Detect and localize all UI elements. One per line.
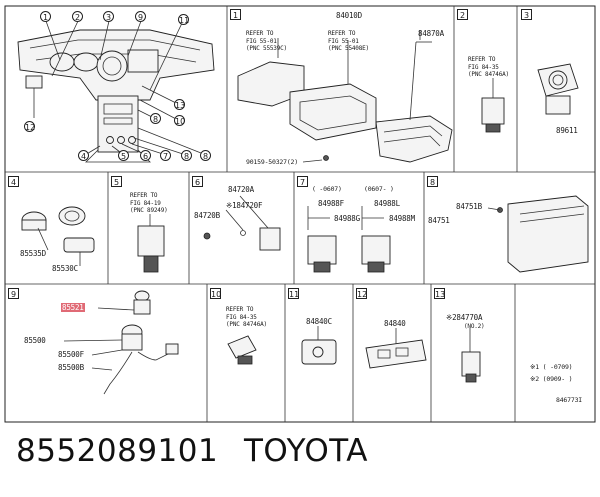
- panel-badge-3: 3: [521, 9, 532, 20]
- switch-7-drawing: [307, 206, 391, 273]
- part-label: 89611: [556, 126, 578, 135]
- reference-note: REFER TO FIG 55-01 (PNC 55408E): [328, 30, 369, 52]
- switch-13-drawing: [461, 328, 481, 383]
- part-label: 90159-50327(2): [246, 158, 298, 166]
- highlighted-part-number: 85521: [61, 303, 85, 312]
- lighter-assembly-drawing: [63, 290, 179, 395]
- part-label: 84010D: [336, 11, 362, 20]
- part-label: 84870A: [418, 29, 444, 38]
- part-label: 85500: [24, 336, 46, 345]
- socket-drawing: [21, 206, 95, 266]
- callout-12: 12: [24, 121, 36, 132]
- panel-badge-10: 10: [210, 288, 222, 299]
- callout-7: 7: [160, 150, 171, 161]
- callout-13: 13: [174, 99, 186, 110]
- panel-badge-1: 1: [230, 9, 241, 20]
- part-label: 84840C: [306, 317, 332, 326]
- part-label: 85500F: [58, 350, 84, 359]
- start-switch-drawing: [537, 63, 579, 115]
- callout-1: 1: [40, 11, 51, 22]
- control-unit-drawing: [487, 195, 589, 273]
- callout-3: 3: [103, 11, 114, 22]
- reference-note: REFER TO FIG 55-01 (PNC 55539C): [246, 30, 287, 52]
- reference-note: REFER TO FIG 84-35 (PNC 84746A): [468, 56, 509, 78]
- part-label: ※284770A: [446, 313, 483, 322]
- callout-8a: 8: [150, 113, 161, 124]
- part-label: 85500B: [58, 363, 84, 372]
- switch-12-drawing: [365, 328, 427, 369]
- console-box-drawing: [237, 30, 453, 163]
- callout-5: 5: [118, 150, 129, 161]
- callout-8c: 8: [200, 150, 211, 161]
- callout-11: 11: [178, 14, 190, 25]
- part-label: 84988F: [318, 199, 344, 208]
- part-label: (NO.2): [464, 323, 485, 330]
- callout-9: 9: [135, 11, 146, 22]
- part-label: 84751B: [456, 202, 482, 211]
- part-label: 84720A: [228, 185, 254, 194]
- part-label: 85530C: [52, 264, 78, 273]
- range-note: (0607- ): [364, 185, 394, 193]
- part-label: 84840: [384, 319, 406, 328]
- switch-11-drawing: [301, 326, 337, 365]
- part-label: 84751: [428, 216, 450, 225]
- reference-note: REFER TO FIG 84-19 (PNC 89249): [130, 192, 168, 214]
- figure-id: 846773I: [556, 396, 582, 404]
- callout-8b: 8: [181, 150, 192, 161]
- panel-badge-12: 12: [356, 288, 368, 299]
- footnote-1: ※1 ( -0709): [530, 363, 573, 371]
- part-label-highlighted: 85521: [61, 303, 85, 312]
- panel-badge-13: 13: [434, 288, 446, 299]
- brand-name: TOYOTA: [244, 433, 369, 469]
- range-note: ( -0607): [312, 185, 342, 193]
- panel-badge-8: 8: [427, 176, 438, 187]
- dashboard-overview-drawing: [17, 20, 215, 163]
- part-label: 84988L: [374, 199, 400, 208]
- panel-badge-7: 7: [297, 176, 308, 187]
- diagram-frame: [4, 5, 596, 423]
- part-label: 84988M: [389, 214, 415, 223]
- part-number-title: 8552089101: [16, 433, 219, 469]
- part-label: 85535D: [20, 249, 46, 258]
- panel-badge-2: 2: [457, 9, 468, 20]
- switch-10-drawing: [227, 335, 257, 365]
- panel-badge-9: 9: [8, 288, 19, 299]
- switch-6-drawing: [203, 195, 281, 251]
- callout-6: 6: [140, 150, 151, 161]
- switch-5-drawing: [137, 214, 165, 273]
- part-label: 84720B: [194, 211, 220, 220]
- panel-badge-11: 11: [288, 288, 300, 299]
- panel-badge-5: 5: [111, 176, 122, 187]
- part-label: 84988G: [334, 214, 360, 223]
- reference-note: REFER TO FIG 84-35 (PNC 84746A): [226, 306, 267, 328]
- panel-badge-4: 4: [8, 176, 19, 187]
- footnote-2: ※2 (0909- ): [530, 375, 573, 383]
- callout-4: 4: [78, 150, 89, 161]
- part-label: ※184720F: [226, 201, 263, 210]
- callout-2: 2: [72, 11, 83, 22]
- callout-10: 10: [174, 115, 186, 126]
- switch-2-drawing: [481, 78, 505, 133]
- panel-badge-6: 6: [192, 176, 203, 187]
